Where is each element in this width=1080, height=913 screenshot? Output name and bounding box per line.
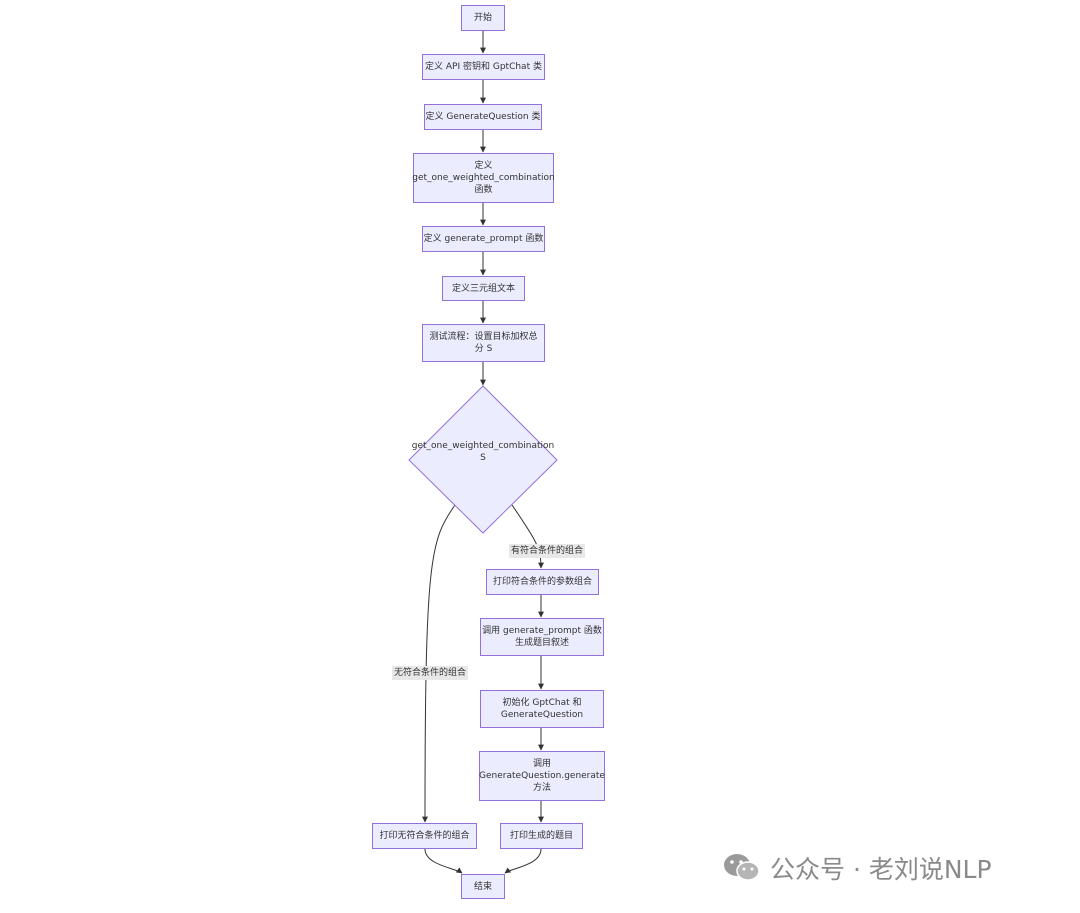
node-init-chat: 初始化 GptChat 和 GenerateQuestion: [480, 690, 604, 728]
decision-diamond: [408, 385, 558, 534]
wechat-icon: [724, 854, 760, 881]
edge-label-has-match: 有符合条件的组合: [509, 544, 586, 558]
node-define-weighted-function: 定义 get_one_weighted_combination 函数: [412, 153, 555, 203]
watermark: 公众号 · 老刘说NLP: [722, 848, 992, 888]
watermark-text: 公众号 · 老刘说NLP: [770, 855, 992, 884]
node-print-params: 打印符合条件的参数组合: [486, 569, 599, 595]
node-define-api: 定义 API 密钥和 GptChat 类: [422, 54, 545, 80]
edge-label-no-match: 无符合条件的组合: [392, 666, 469, 680]
node-define-prompt-function: 定义 generate_prompt 函数: [422, 226, 545, 252]
node-start: 开始: [461, 5, 505, 31]
decision-label: get_one_weighted_combination S: [411, 441, 555, 463]
node-define-triple-text: 定义三元组文本: [442, 276, 525, 301]
node-call-prompt: 调用 generate_prompt 函数 生成题目叙述: [480, 618, 604, 656]
edge-print-question-to-end: [504, 848, 542, 874]
edge-decision-to-print-none: [422, 504, 456, 823]
node-test-flow: 测试流程：设置目标加权总 分 S: [422, 324, 545, 362]
node-print-question: 打印生成的题目: [500, 823, 583, 849]
edge-decision-to-print-params: [511, 504, 544, 569]
node-call-generate: 调用 GenerateQuestion.generate 方法: [479, 751, 605, 801]
node-print-none: 打印无符合条件的组合: [372, 823, 477, 849]
node-end: 结束: [461, 874, 505, 899]
edge-print-none-to-end: [424, 848, 463, 874]
node-define-generate-question: 定义 GenerateQuestion 类: [424, 104, 542, 130]
